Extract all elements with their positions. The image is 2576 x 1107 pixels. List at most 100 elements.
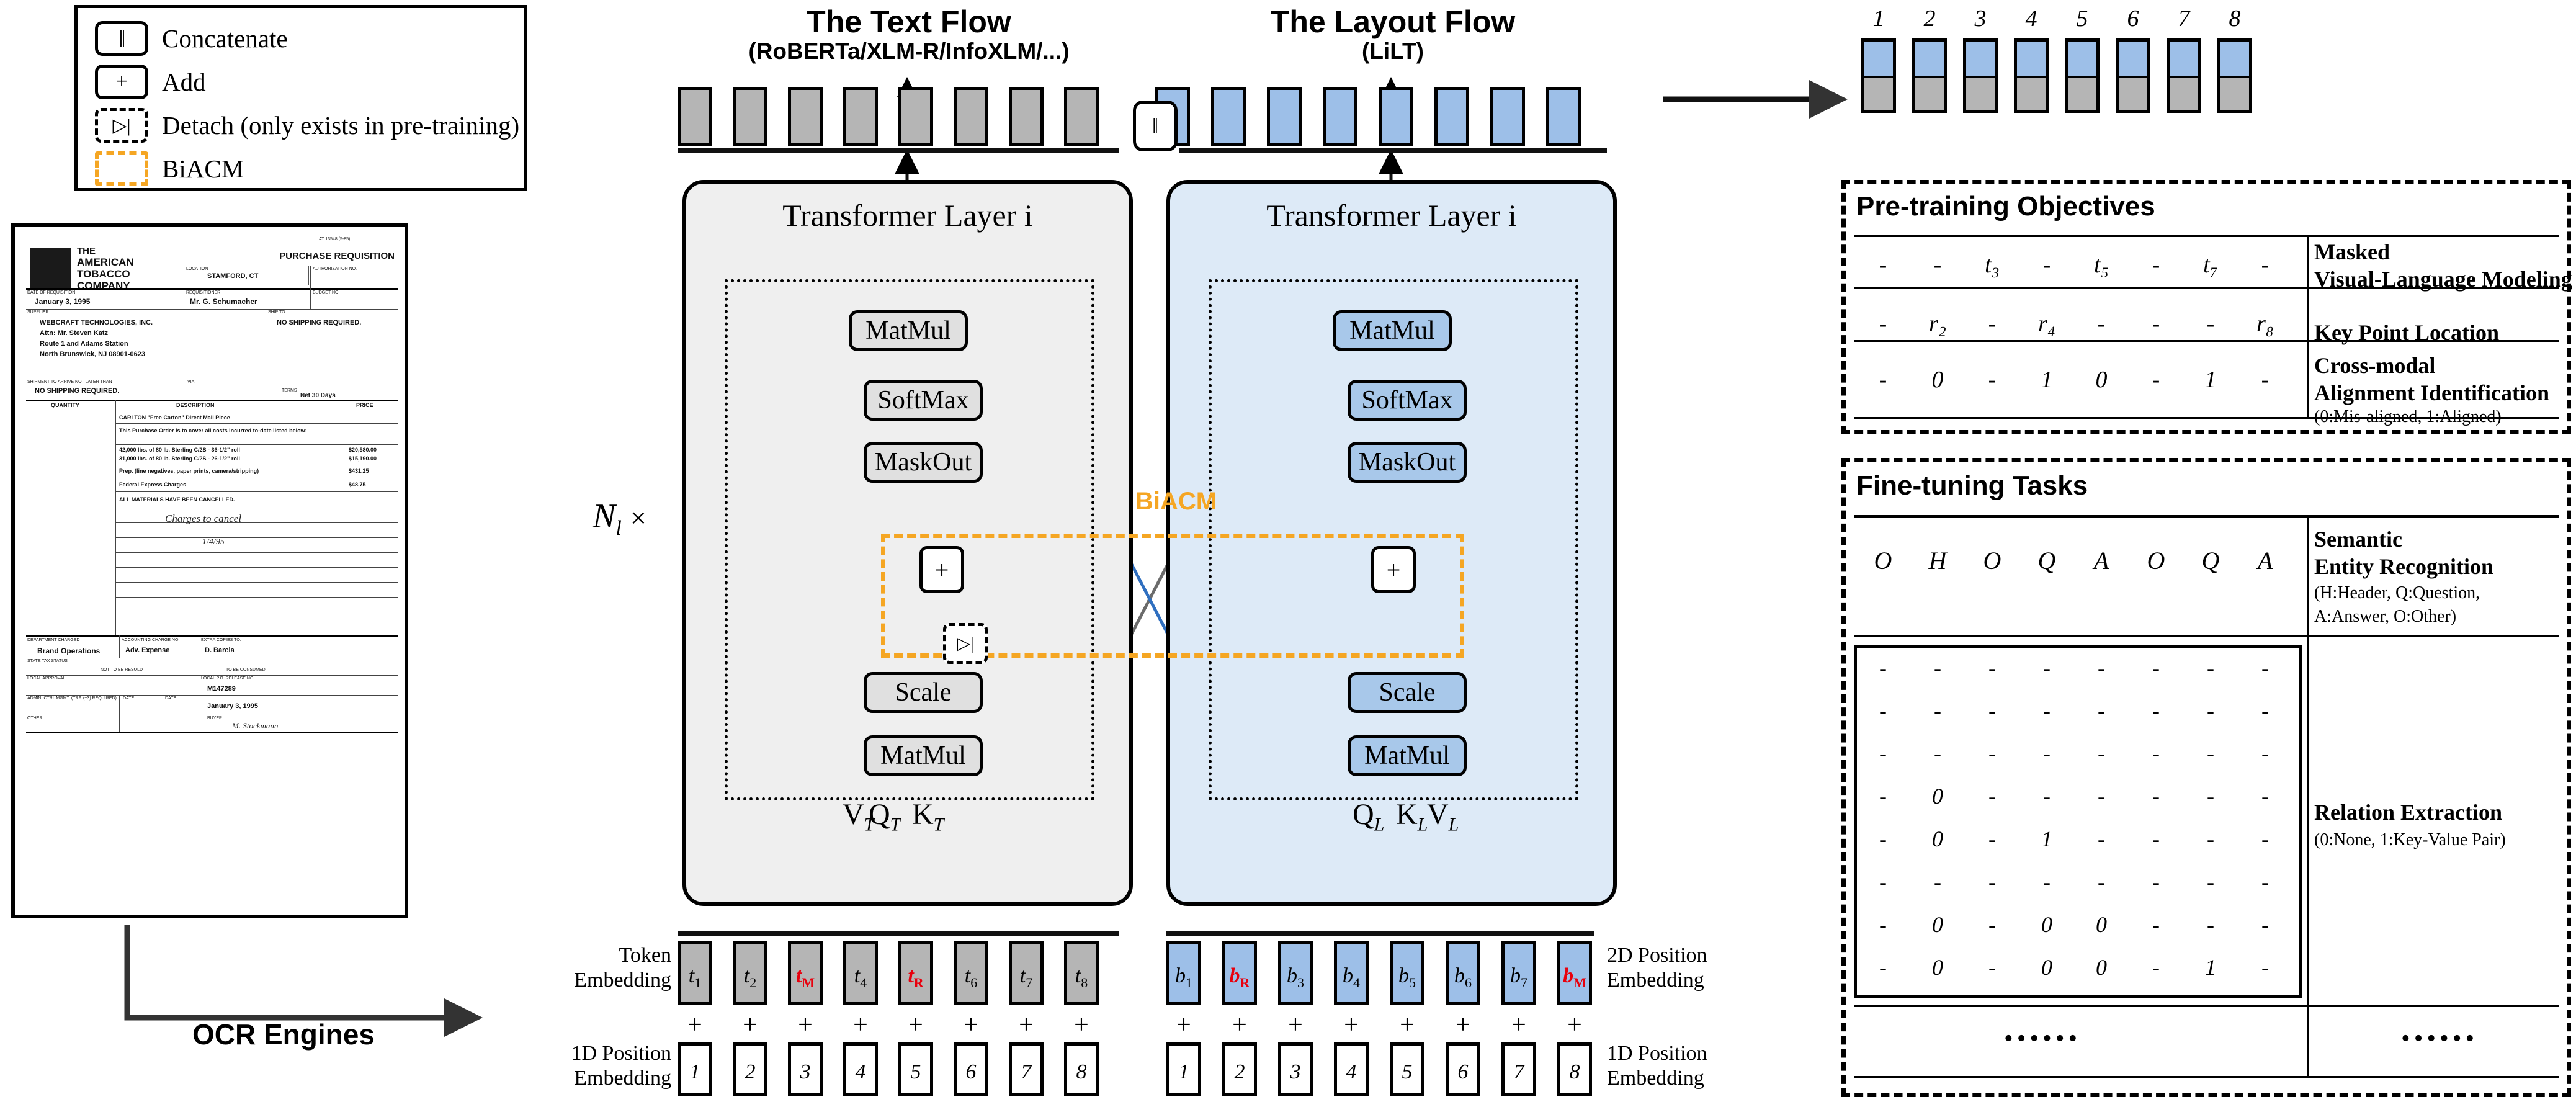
output-layout-box xyxy=(1434,87,1469,146)
re-task-name: Relation Extraction xyxy=(2314,800,2502,825)
re-cell: 0 xyxy=(2041,912,2052,937)
doc-field-label-auth: AUTHORIZATION NO. xyxy=(313,267,357,271)
doc-handwriting-2: 1/4/95 xyxy=(202,537,225,547)
pretraining-rule-2 xyxy=(1854,340,2559,342)
pretraining-cell: t₅ xyxy=(2094,252,2109,278)
output-index-label: 4 xyxy=(2025,6,2037,32)
layout-add-glyph: + xyxy=(1386,555,1401,584)
legend-label-concatenate: Concatenate xyxy=(162,24,288,53)
re-cell: 0 xyxy=(2096,912,2107,937)
re-cell: - xyxy=(2043,869,2051,894)
ellipsis-right: •••••• xyxy=(2401,1024,2479,1053)
pretraining-rule-bottom xyxy=(1854,417,2559,419)
doc-field-label-location: LOCATION xyxy=(186,267,208,271)
position-box: 8 xyxy=(1557,1042,1592,1096)
doc-supplier-2: Attn: Mr. Steven Katz xyxy=(40,329,109,337)
text-input-v-base: V xyxy=(843,798,864,831)
text-input-v-sub: T xyxy=(864,814,875,835)
pretraining-cell: t₃ xyxy=(1985,252,2000,278)
text-op-maskout: MaskOut xyxy=(864,442,983,483)
text-op-scale-label: Scale xyxy=(895,678,952,707)
output-token-box xyxy=(733,87,767,146)
re-cell: - xyxy=(1879,741,1887,766)
ser-task-name: Semantic xyxy=(2314,527,2402,552)
doc-footer-date-label: DATE xyxy=(123,696,135,701)
pos1d-label-right-l2: Embedding xyxy=(1607,1067,1704,1090)
doc-field-label-shipto: SHIP TO xyxy=(268,310,285,315)
pretraining-cell: - xyxy=(2097,311,2106,337)
output-bar-bottom xyxy=(2068,76,2096,110)
token-box: t2 xyxy=(733,941,767,1005)
doc-handwriting-1: Charges to cancel xyxy=(165,513,242,524)
position-box: 1 xyxy=(1166,1042,1201,1096)
position-box: 1 xyxy=(678,1042,712,1096)
pretraining-objective-name: Cross-modal xyxy=(2314,353,2436,378)
plus-glyph: + xyxy=(798,1011,813,1039)
doc-footer-date2-label: DATE xyxy=(165,696,177,701)
pretraining-objective-name: Key Point Location xyxy=(2314,320,2499,345)
output-token-box xyxy=(843,87,878,146)
doc-footer-localapproval: LOCAL APPROVAL xyxy=(27,676,66,681)
position-box: 6 xyxy=(1446,1042,1480,1096)
pos2d-label-l2: Embedding xyxy=(1607,969,1704,992)
re-cell: - xyxy=(2043,655,2051,680)
legend-item-concatenate: ‖ Concatenate xyxy=(95,17,524,60)
re-cell: - xyxy=(2098,827,2105,851)
token-box: t1 xyxy=(678,941,712,1005)
token-label: bM xyxy=(1563,964,1586,990)
layout-flow-title: The Layout Flow xyxy=(1270,4,1516,39)
text-layer-title: Transformer Layer i xyxy=(682,197,1133,233)
layout-input-k-base: K xyxy=(1396,798,1418,831)
plus-glyph: + xyxy=(1019,1011,1034,1039)
pretraining-cell: 1 xyxy=(2041,367,2053,393)
pretraining-rule-1 xyxy=(1854,287,2559,289)
doc-field-value-shipment: NO SHIPPING REQUIRED. xyxy=(35,387,120,395)
output-bar-top xyxy=(2119,42,2147,76)
output-token-box xyxy=(678,87,712,146)
token-label: b7 xyxy=(1510,964,1527,990)
re-cell: 0 xyxy=(1932,912,1943,937)
pos1d-label-right-l1: 1D Position xyxy=(1607,1042,1707,1065)
re-cell: - xyxy=(1934,655,1941,680)
re-cell: - xyxy=(1879,827,1887,851)
re-cell: - xyxy=(2261,827,2269,851)
token-label: t7 xyxy=(1019,964,1033,990)
token-label: t1 xyxy=(688,964,702,990)
output-token-box xyxy=(954,87,988,146)
doc-footer-buyer-label: BUYER xyxy=(207,716,223,720)
re-cell: 1 xyxy=(2041,827,2052,851)
doc-footer-admin-label: ADMIN. CTRL MGMT. (TRF. (+3) REQUIRED) xyxy=(27,696,117,701)
token-box: t4 xyxy=(843,941,878,1005)
token-embedding-label-l1: Token xyxy=(619,944,672,967)
doc-field-value-shipto: NO SHIPPING REQUIRED. xyxy=(277,319,362,326)
text-add-glyph: + xyxy=(934,555,949,584)
pretraining-cell: - xyxy=(2261,367,2270,393)
token-box: tR xyxy=(898,941,933,1005)
text-transformer-panel xyxy=(682,180,1133,906)
output-token-box xyxy=(1064,87,1099,146)
token-embedding-label-l2: Embedding xyxy=(574,969,671,992)
output-index-label: 6 xyxy=(2127,6,2139,32)
output-bar xyxy=(2014,38,2049,113)
position-box: 7 xyxy=(1501,1042,1536,1096)
pos1d-label-left-l2: Embedding xyxy=(574,1067,671,1090)
token-label: b6 xyxy=(1454,964,1472,990)
output-bar xyxy=(1963,38,1998,113)
output-layout-box xyxy=(1379,87,1413,146)
position-label: 5 xyxy=(1402,1060,1413,1083)
pretraining-cell: - xyxy=(2152,311,2160,337)
ser-cell: O xyxy=(1983,547,2001,575)
ocr-engines-label: OCR Engines xyxy=(192,1018,375,1051)
re-cell: - xyxy=(1879,784,1887,809)
output-token-box xyxy=(788,87,823,146)
text-attention-dotted-box xyxy=(725,279,1094,800)
ser-cell: Q xyxy=(2201,547,2220,575)
token-box: bM xyxy=(1557,941,1592,1005)
output-bar xyxy=(2217,38,2252,113)
doc-footer-porelease-label: LOCAL P.O. RELEASE NO. xyxy=(201,676,255,681)
pretraining-cell: 0 xyxy=(2095,367,2108,393)
output-bar-top xyxy=(2017,42,2046,76)
plus-glyph: + xyxy=(1232,1011,1247,1039)
re-cell: - xyxy=(2098,784,2105,809)
text-add-node: + xyxy=(919,546,964,593)
